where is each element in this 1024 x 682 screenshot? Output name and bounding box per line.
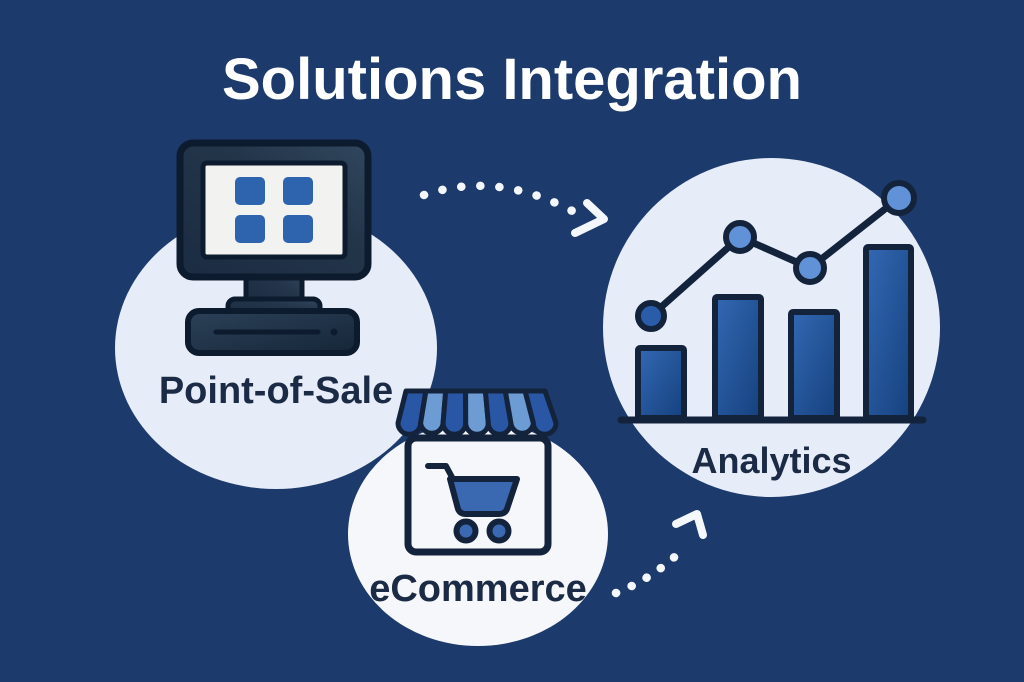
bar-line-chart-icon bbox=[617, 180, 927, 424]
trend-point bbox=[793, 251, 827, 285]
node-label-point-of-sale: Point-of-Sale bbox=[158, 370, 394, 412]
chart-bar bbox=[635, 345, 687, 421]
arrow-head bbox=[571, 199, 608, 237]
trend-point bbox=[635, 300, 667, 332]
cart-basket bbox=[447, 476, 520, 517]
monitor-screen bbox=[200, 160, 348, 260]
dotted-arrow-pos-to-analytics-icon bbox=[419, 181, 608, 237]
storefront-cart-icon bbox=[395, 388, 559, 556]
app-tile bbox=[235, 177, 265, 205]
dotted-arrow-ecommerce-to-analytics-icon bbox=[611, 510, 707, 598]
store-awning bbox=[395, 388, 559, 437]
drawer-button bbox=[330, 328, 338, 336]
cart-handle bbox=[425, 463, 456, 482]
cart-wheel bbox=[486, 518, 512, 544]
trend-line bbox=[647, 194, 903, 320]
arrow-dots bbox=[419, 181, 581, 218]
chart-bar bbox=[863, 244, 914, 421]
page-title: Solutions Integration bbox=[222, 47, 802, 112]
node-label-ecommerce: eCommerce bbox=[369, 568, 587, 610]
cart-wheel bbox=[453, 518, 479, 544]
arrow-dots bbox=[611, 543, 689, 598]
pos-terminal-icon bbox=[176, 139, 372, 356]
node-label-analytics: Analytics bbox=[691, 440, 852, 481]
app-tile bbox=[283, 177, 313, 205]
app-tile bbox=[235, 215, 265, 243]
app-tile bbox=[283, 215, 313, 243]
chart-bar bbox=[712, 294, 764, 421]
trend-point bbox=[723, 220, 757, 254]
arrow-head bbox=[672, 510, 707, 539]
trend-point bbox=[881, 180, 917, 216]
chart-bar bbox=[788, 309, 840, 421]
